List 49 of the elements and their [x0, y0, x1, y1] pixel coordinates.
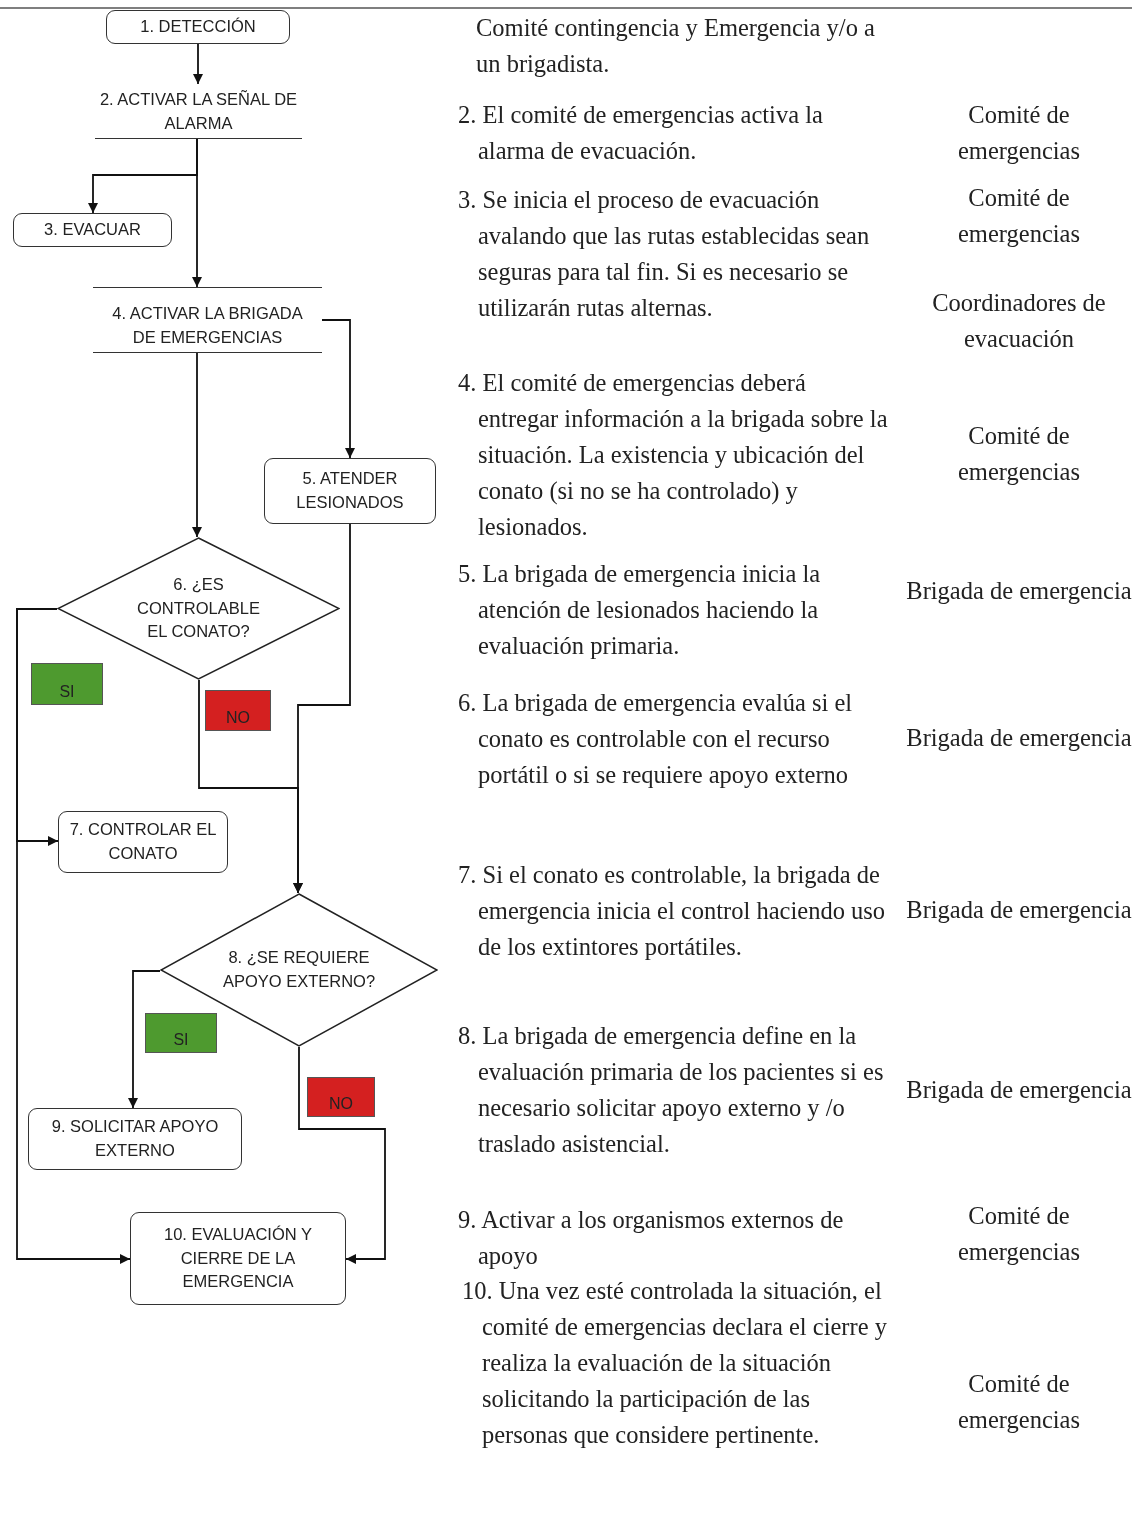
arrow	[128, 970, 161, 1109]
process-box	[106, 10, 290, 44]
edge-label: SI	[145, 1013, 217, 1053]
responsible-text: Brigada de emergencia	[905, 723, 1132, 753]
process-box	[58, 811, 228, 873]
node-label: 7. CONTROLAR EL CONATO	[68, 819, 218, 864]
arrow	[321, 319, 355, 459]
node-label: 8. ¿SE REQUIERE APOYO EXTERNO?	[221, 947, 377, 992]
responsible-text: Comité de emergencias	[957, 1369, 1081, 1435]
responsible-text: Coordinadores de evacuación	[931, 288, 1107, 354]
node-label: 5. ATENDER LESIONADOS	[295, 468, 405, 513]
step-description: Comité contingencia y Emergencia y/o a un brigadista.	[476, 13, 876, 79]
node-label: 6. ¿ES CONTROLABLE EL CONATO?	[136, 573, 261, 643]
arrow	[192, 138, 202, 288]
node-label: 9. SOLICITAR APOYO EXTERNO	[50, 1116, 220, 1161]
step-description: 8. La brigada de emergencia define en la evaluación primaria de los pacientes si es necesario solicitar apoyo externo y /o traslado asistencial.	[458, 1021, 885, 1159]
node-label: 10. EVALUACIÓN Y CIERRE DE LA EMERGENCIA	[163, 1223, 313, 1293]
responsible-text: Comité de emergencias	[957, 183, 1081, 249]
arrow	[293, 523, 351, 894]
step-description: 5. La brigada de emergencia inicia la atención de lesionados haciendo la evaluación primaria.	[458, 559, 822, 661]
arrow	[16, 608, 131, 1264]
responsible-text: Comité de emergencias	[957, 1201, 1081, 1267]
node-label: 2. ACTIVAR LA SEÑAL DE ALARMA	[98, 89, 299, 135]
step-description: 7. Si el conato es controlable, la brigada de emergencia inicia el control haciendo uso de los extintores portátiles.	[458, 860, 887, 962]
arrow	[192, 352, 202, 538]
process-box	[13, 213, 172, 247]
process-box	[28, 1108, 242, 1170]
step-description: 2. El comité de emergencias activa la alarma de evacuación.	[458, 100, 824, 166]
step-description: 6. La brigada de emergencia evalúa si el conato es controlable con el recurso portátil o si se requiere apoyo externo	[458, 688, 854, 790]
process-box	[264, 458, 436, 524]
edge-label: NO	[307, 1077, 375, 1117]
process-step	[93, 287, 322, 353]
step-description: 3. Se inicia el proceso de evacuación avalando que las rutas establecidas sean seguras para tal fin. Si es necesario se utilizarán rutas alternas.	[458, 185, 871, 323]
process-box	[130, 1212, 346, 1305]
responsible-text: Brigada de emergencia	[905, 895, 1132, 925]
node-label: 4. ACTIVAR LA BRIGADA DE EMERGENCIAS	[111, 303, 304, 349]
responsible-text: Comité de emergencias	[957, 421, 1081, 487]
edge-label: NO	[205, 690, 271, 731]
step-description: 10. Una vez esté controlada la situación, el comité de emergencias declara el cierre y realiza la evaluación de la situación solicitando la participación de las personas que considere pertinente.	[462, 1276, 888, 1450]
node-label: 1. DETECCIÓN	[140, 16, 256, 38]
responsible-text: Brigada de emergencia	[905, 576, 1132, 606]
arrow	[298, 1046, 386, 1264]
node-label: 3. EVACUAR	[44, 219, 141, 241]
edge-label: SI	[31, 663, 103, 705]
step-description: 4. El comité de emergencias deberá entregar información a la brigada sobre la situación. La existencia y ubicación del conato (si no se ha controlado) y lesionados.	[458, 368, 889, 542]
responsible-text: Comité de emergencias	[957, 100, 1081, 166]
responsible-text: Brigada de emergencia	[905, 1075, 1132, 1105]
step-description: 9. Activar a los organismos externos de apoyo	[458, 1205, 845, 1271]
arrow	[193, 43, 203, 85]
